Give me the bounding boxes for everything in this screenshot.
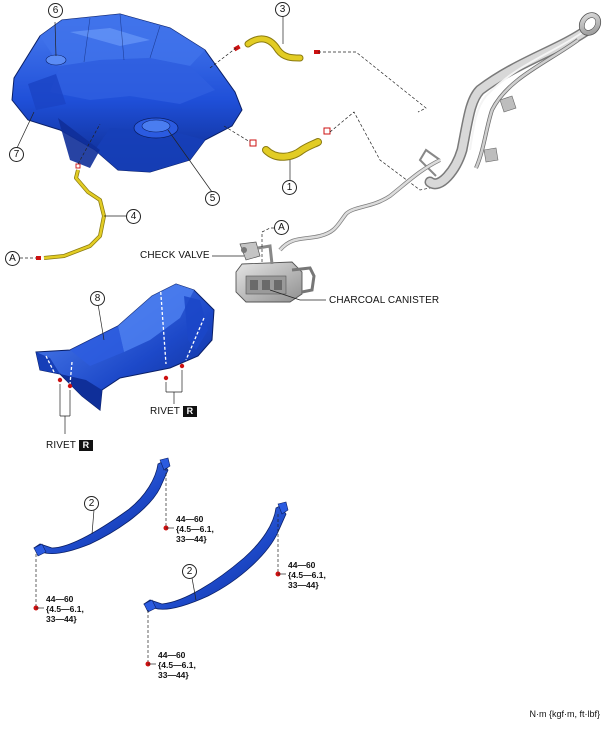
rivets — [57, 363, 185, 389]
callout-a-hose: A — [5, 251, 20, 266]
hose-4 — [36, 163, 106, 260]
callout-5: 5 — [205, 191, 220, 206]
hose-3 — [233, 35, 320, 62]
leader-7 — [15, 111, 35, 151]
callout-4: 4 — [126, 209, 141, 224]
leader-5 — [167, 129, 213, 193]
fuel-tank-strap-b — [143, 501, 289, 613]
fuel-filler-pipe — [278, 12, 602, 252]
torque-spec-strap-b-front: 44—60 {4.5—6.1, 33—44} — [158, 650, 196, 680]
torque-spec-strap-a-rear: 44—60 {4.5—6.1, 33—44} — [176, 514, 214, 544]
leader-6 — [54, 21, 57, 57]
callout-2-strap-b: 2 — [182, 564, 197, 579]
torque-units-legend: N·m {kgf·m, ft·lbf} — [529, 709, 600, 719]
callout-8: 8 — [90, 291, 105, 306]
callout-2-strap-a: 2 — [84, 496, 99, 511]
torque-spec-strap-a-front: 44—60 {4.5—6.1, 33—44} — [46, 594, 84, 624]
callout-1: 1 — [282, 180, 297, 195]
rivet-replace-badge-right: R — [182, 406, 197, 417]
charcoal-canister — [235, 241, 316, 303]
fuel-tank-strap-a — [33, 457, 171, 557]
callout-6: 6 — [48, 3, 63, 18]
hose-1 — [249, 127, 331, 161]
torque-spec-strap-b-rear: 44—60 {4.5—6.1, 33—44} — [288, 560, 326, 590]
fuel-tank-insulator — [35, 281, 215, 411]
fuel-tank — [11, 13, 243, 173]
callout-a-canister: A — [274, 220, 289, 235]
rivet-replace-badge-left: R — [78, 440, 93, 451]
callout-3: 3 — [275, 2, 290, 17]
check-valve-label: CHECK VALVE — [140, 250, 210, 261]
charcoal-canister-label: CHARCOAL CANISTER — [329, 295, 440, 306]
callout-7: 7 — [9, 147, 24, 162]
